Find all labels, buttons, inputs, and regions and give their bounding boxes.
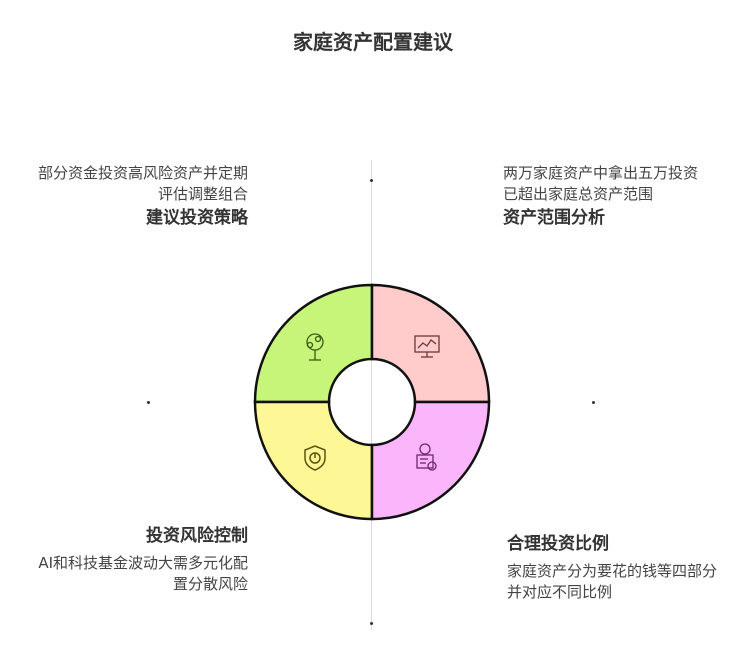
section-title: 建议投资策略: [146, 208, 248, 228]
segment-range: [370, 283, 491, 404]
monitor-chart-icon: [414, 335, 440, 358]
shield-icon: [304, 445, 326, 471]
page-title: 家庭资产配置建议: [293, 30, 453, 54]
section-strategy: 部分资金投资高风险资产并定期评估调整组合 建议投资策略: [38, 163, 248, 229]
segment-risk: [253, 400, 374, 521]
section-title: 合理投资比例: [507, 534, 609, 554]
section-risk: 投资风险控制 AI和科技基金波动大需多元化配置分散风险: [38, 526, 248, 595]
dot-left: [147, 401, 150, 404]
finance-document-icon: [416, 443, 437, 471]
axis-line: [371, 160, 372, 630]
section-desc: 两万家庭资产中拿出五万投资已超出家庭总资产范围: [503, 164, 699, 203]
dot-right: [592, 401, 595, 404]
section-range: 两万家庭资产中拿出五万投资已超出家庭总资产范围 资产范围分析: [503, 163, 703, 229]
section-ratio: 合理投资比例 家庭资产分为要花的钱等四部分并对应不同比例: [507, 534, 717, 603]
segment-strategy: [253, 283, 374, 404]
money-tree-icon: [306, 333, 324, 361]
segment-ratio: [370, 400, 491, 521]
section-desc: 家庭资产分为要花的钱等四部分并对应不同比例: [507, 562, 718, 601]
section-desc: AI和科技基金波动大需多元化配置分散风险: [38, 554, 248, 593]
section-title: 投资风险控制: [146, 526, 248, 546]
dot-top: [370, 179, 373, 182]
section-desc: 部分资金投资高风险资产并定期评估调整组合: [38, 164, 249, 203]
dot-bottom: [370, 622, 373, 625]
section-title: 资产范围分析: [503, 208, 605, 228]
